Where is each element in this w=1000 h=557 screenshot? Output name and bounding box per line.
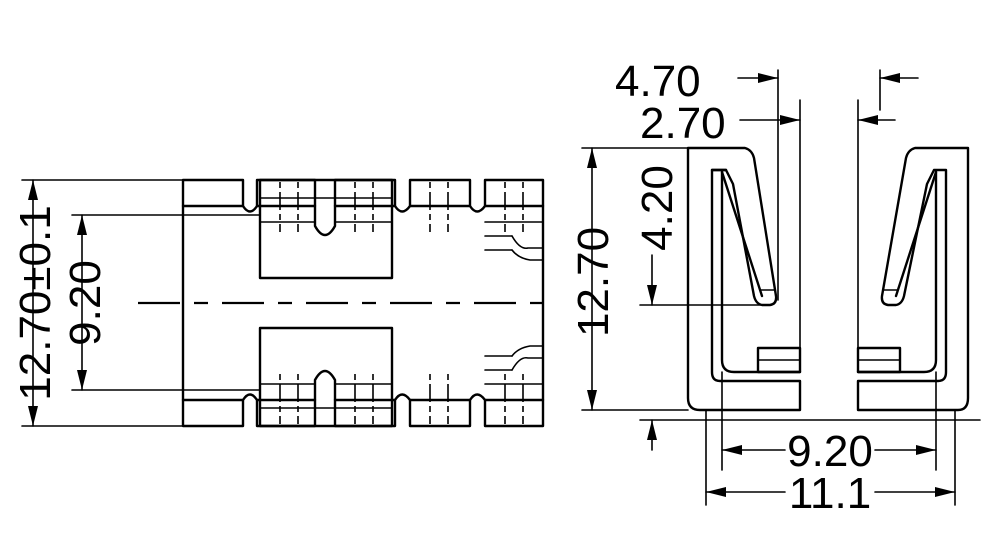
left-view-outline xyxy=(181,178,545,428)
dim-inner-gap: 2.70 xyxy=(640,99,726,148)
dim-height: 12.70 xyxy=(569,227,618,337)
dim-overall-height: 12.70±0.1 xyxy=(11,205,60,400)
dim-inner-height: 9.20 xyxy=(61,260,110,346)
profile-outline xyxy=(686,146,802,412)
right-view: 4.70 2.70 12.70 4.20 9.20 xyxy=(569,57,981,518)
dim-outer-gap: 4.70 xyxy=(615,57,701,106)
left-view: 12.70±0.1 9.20 xyxy=(11,178,550,428)
dim-inner-width: 9.20 xyxy=(787,427,873,476)
dim-depth-top: 4.20 xyxy=(633,165,682,251)
dim-overall-width: 11.1 xyxy=(789,469,871,518)
